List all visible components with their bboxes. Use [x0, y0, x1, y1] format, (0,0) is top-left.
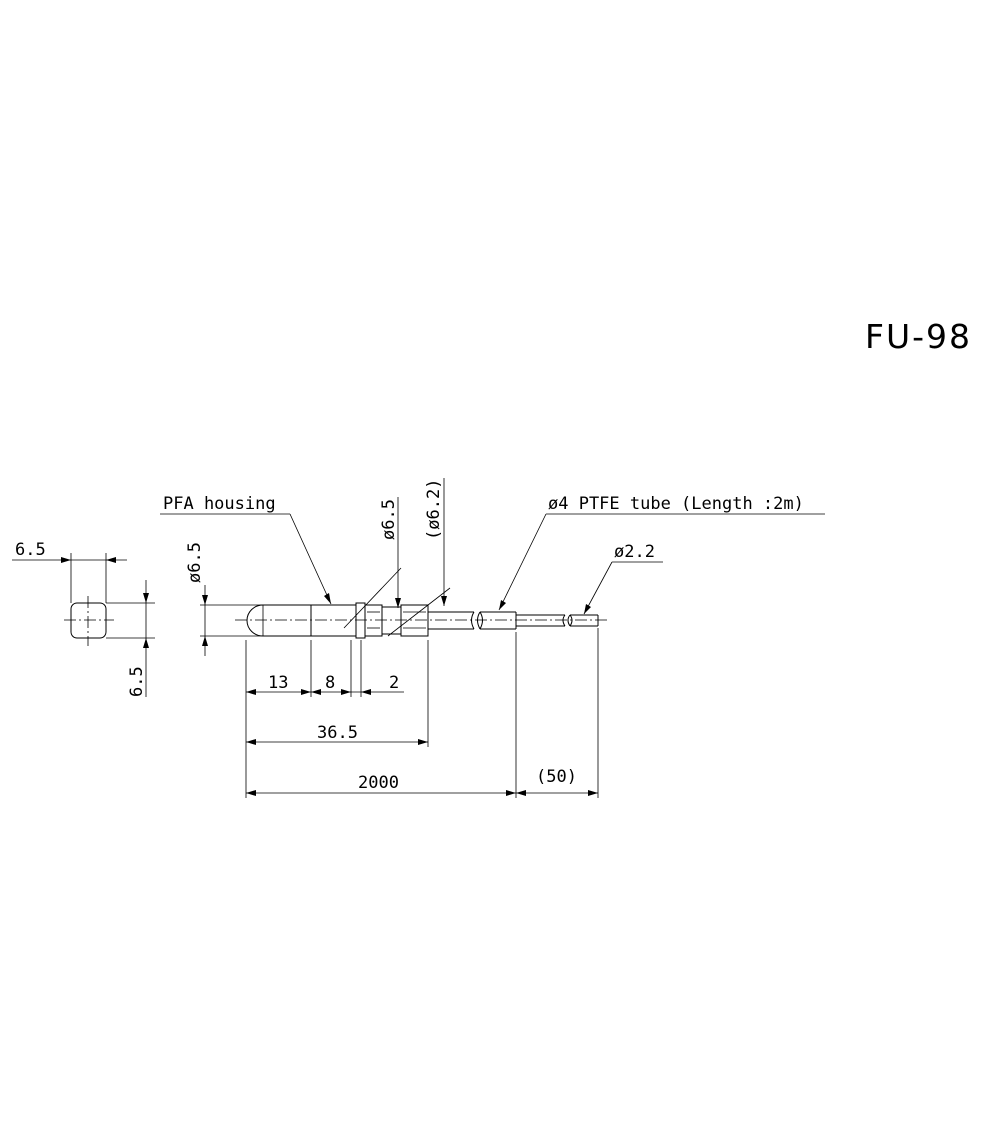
dim-fiber-tip: (50): [536, 767, 577, 787]
dim-front-height: 6.5: [127, 666, 147, 697]
dim-housing-dia-left: ø6.5: [185, 542, 205, 583]
nut-1: [364, 604, 383, 637]
label-ptfe-tube: ø4 PTFE tube (Length :2m): [548, 494, 804, 514]
front-view: 6.5 6.5: [12, 540, 155, 697]
dim-cable-length: 2000: [358, 773, 399, 793]
label-housing-dia-mid: ø6.5: [379, 499, 399, 540]
model-name: FU-98: [865, 317, 972, 356]
length-dimensions: 13 8 2 36.5 2000 (50): [245, 628, 599, 798]
label-pfa-housing: PFA housing: [163, 494, 276, 514]
side-view: ø6.5 PFA housing ø6.5 (ø6.2) ø4 PTFE tub…: [160, 478, 825, 656]
label-fiber-dia: ø2.2: [614, 542, 655, 562]
label-nut-dia: (ø6.2): [424, 479, 444, 540]
housing-collar: [310, 604, 357, 637]
dim-front-width: 6.5: [15, 540, 46, 560]
housing-body: [246, 604, 312, 637]
dim-total-head: 36.5: [317, 723, 358, 743]
dim-seg-8: 8: [325, 673, 335, 693]
front-view-outline: [70, 602, 107, 639]
dim-seg-2: 2: [389, 673, 399, 693]
dim-seg-13: 13: [268, 673, 288, 693]
nut-2: [400, 604, 429, 637]
